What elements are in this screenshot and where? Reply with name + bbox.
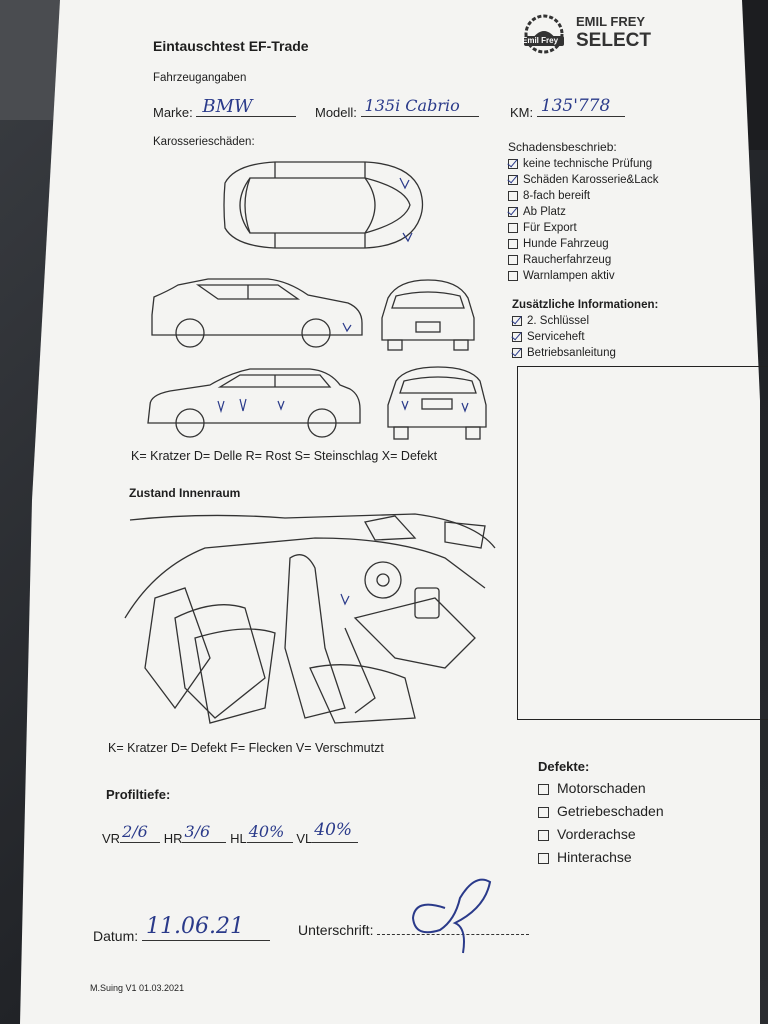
vehicle-section-title: Fahrzeugangaben [153,72,247,84]
checkbox-unchecked[interactable] [538,806,549,818]
checkbox-checked[interactable] [508,206,518,217]
logo-brand-name: Emil Frey [522,36,559,45]
interior-legend: K= Kratzer D= Defekt F= Flecken V= Versc… [108,741,384,755]
signature-label: Unterschrift: [298,922,374,938]
notes-box[interactable] [517,366,768,720]
model-label: Modell: [315,105,357,120]
handwritten-signature-icon [411,878,492,954]
checkbox-unchecked[interactable] [538,783,549,795]
date-label: Datum: [93,928,139,944]
logo-line1: EMIL FREY [576,14,646,29]
checkbox-unchecked[interactable] [508,190,518,201]
car-side-view-left-diagram [151,278,363,348]
vr-value: 2/6 [122,822,148,841]
damage-description-panel: Schadensbeschrieb: keine technische Prüf… [508,140,748,284]
vl-value: 40% [314,820,353,840]
defects-title: Defekte: [538,759,590,774]
km-value: 135'778 [540,96,611,116]
damage-description-title: Schadensbeschrieb: [508,140,617,154]
signature-field[interactable] [377,922,530,935]
tread-title: Profiltiefe: [106,787,171,802]
damage-item[interactable]: Raucherfahrzeug [508,252,748,268]
body-damage-title: Karosserieschäden: [153,136,255,148]
hr-value: 3/6 [184,822,211,841]
make-row: Marke: BMW [153,96,297,120]
damage-item[interactable]: Für Export [508,220,748,236]
body-damage-legend: K= Kratzer D= Delle R= Rost S= Steinschl… [131,449,438,463]
defect-item[interactable]: Hinterachse [538,846,738,869]
car-front-view-diagram [381,279,475,351]
model-row: Modell: 135i Cabrio [315,96,479,120]
vr-label: VR [102,831,121,846]
damage-item[interactable]: 8-fach bereift [508,188,748,204]
car-rear-view-diagram [387,366,487,440]
date-value: 11.06.21 [146,914,244,939]
make-value: BMW [202,96,253,117]
checkbox-checked[interactable] [512,331,522,342]
model-value: 135i Cabrio [364,96,460,115]
damage-item[interactable]: Schäden Karosserie&Lack [508,172,748,188]
form-sheet [20,0,760,1024]
form-title: Eintauschtest EF-Trade [153,38,309,54]
date-row: Datum: 11.06.21 [93,914,271,944]
info-item[interactable]: 2. Schlüssel [512,313,752,329]
hl-field[interactable]: 40% [246,822,293,843]
defect-item[interactable]: Getriebeschaden [538,800,738,823]
model-field[interactable]: 135i Cabrio [360,96,479,117]
km-row: KM: 135'778 [510,96,625,120]
checkbox-checked[interactable] [508,158,518,169]
make-label: Marke: [153,105,193,120]
car-side-view-right-diagram [147,368,361,438]
make-field[interactable]: BMW [196,96,297,117]
date-field[interactable]: 11.06.21 [142,914,271,941]
damage-item[interactable]: Hunde Fahrzeug [508,236,748,252]
checkbox-unchecked[interactable] [508,254,518,265]
hl-label: HL [230,831,247,846]
additional-info-title: Zusätzliche Informationen: [512,299,659,311]
defects-panel: Defekte: Motorschaden Getriebeschaden Vo… [538,759,738,869]
km-label: KM: [510,105,534,120]
car-interior-diagram [124,513,496,724]
emil-frey-emblem-icon [524,14,564,54]
additional-info-panel: Zusätzliche Informationen: 2. Schlüssel … [512,299,752,361]
emil-frey-logo: Emil Frey EMIL FREY SELECT [520,12,660,58]
checkbox-unchecked[interactable] [538,852,549,864]
defect-item[interactable]: Vorderachse [538,823,738,846]
km-field[interactable]: 135'778 [536,96,625,117]
damage-item[interactable]: Ab Platz [508,204,748,220]
damage-item[interactable]: keine technische Prüfung [508,156,748,172]
checkbox-checked[interactable] [512,315,522,326]
checkbox-checked[interactable] [512,347,522,358]
version-note: M.Suing V1 01.03.2021 [90,983,185,993]
car-top-view-diagram [223,161,424,249]
logo-line2: SELECT [576,30,651,51]
hr-label: HR [163,831,183,846]
checkbox-checked[interactable] [508,174,518,185]
hr-field[interactable]: 3/6 [182,822,227,843]
checkbox-unchecked[interactable] [508,238,518,249]
hl-value: 40% [248,822,285,841]
info-item[interactable]: Betriebsanleitung [512,345,752,361]
vr-field[interactable]: 2/6 [120,822,161,843]
vl-field[interactable]: 40% [312,820,359,843]
vl-label: VL [296,831,313,846]
interior-section-title: Zustand Innenraum [129,486,241,500]
info-item[interactable]: Serviceheft [512,329,752,345]
checkbox-unchecked[interactable] [508,270,518,281]
checkbox-unchecked[interactable] [508,222,518,233]
damage-item[interactable]: Warnlampen aktiv [508,268,748,284]
checkbox-unchecked[interactable] [538,829,549,841]
signature-row: Unterschrift: [298,922,530,938]
defect-item[interactable]: Motorschaden [538,777,738,800]
